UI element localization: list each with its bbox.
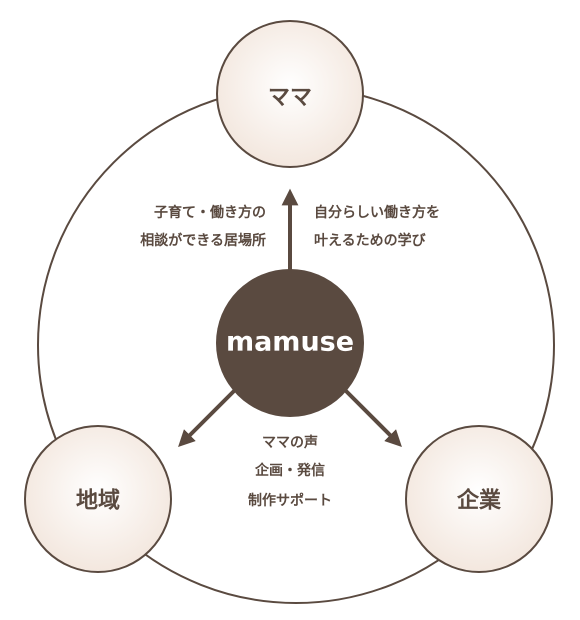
arrow-to-company <box>342 387 402 447</box>
node-center: mamuse <box>216 269 364 417</box>
center-label: mamuse <box>226 327 354 358</box>
desc-right-top: 自分らしい働き方を 叶えるための学び <box>314 204 440 249</box>
node-company: 企業 <box>405 425 553 573</box>
desc-right-top-line-1: 自分らしい働き方を <box>314 204 440 221</box>
node-company-label: 企業 <box>456 488 502 514</box>
desc-bottom-line-1: ママの声 <box>262 434 318 451</box>
node-region: 地域 <box>24 425 172 573</box>
desc-left-top-line-1: 子育て・働き方の <box>154 204 266 221</box>
node-mama-label: ママ <box>268 86 312 111</box>
desc-right-top-line-2: 叶えるための学び <box>314 232 427 249</box>
desc-left-top: 子育て・働き方の 相談ができる居場所 <box>140 204 266 249</box>
node-region-label: 地域 <box>76 488 120 514</box>
desc-left-top-line-2: 相談ができる居場所 <box>140 232 266 249</box>
arrow-to-region <box>178 387 238 447</box>
desc-bottom-line-3: 制作サポート <box>248 492 332 509</box>
node-mama: ママ <box>216 20 364 168</box>
desc-bottom-line-2: 企画・発信 <box>254 462 325 479</box>
desc-bottom: ママの声 企画・発信 制作サポート <box>248 434 332 509</box>
